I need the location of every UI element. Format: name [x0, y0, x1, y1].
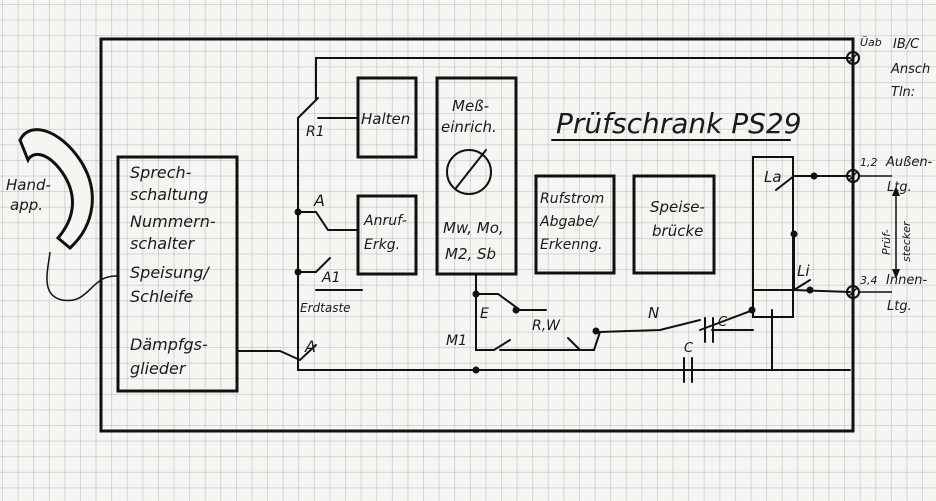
speise-line-1: Speise- — [650, 198, 705, 216]
halten-label: Halten — [361, 110, 410, 128]
anruf-label-2: Erkg. — [364, 237, 400, 253]
capacitor-C1: C — [718, 315, 728, 330]
rufstrom-line-3: Erkenng. — [540, 237, 602, 253]
mess-title-1: Meß- — [452, 97, 489, 115]
terminal-mid-right-1: Außen- — [885, 155, 933, 170]
anruf-label-1: Anruf- — [363, 213, 407, 229]
terminal-top-right-2: Ansch — [890, 62, 930, 77]
left-block-line-4: schalter — [130, 234, 196, 253]
left-block-line-8: glieder — [130, 359, 187, 378]
relay-La: La — [764, 168, 782, 186]
left-block-line-2: schaltung — [130, 185, 208, 204]
speise-box — [632, 174, 716, 275]
handset-cord — [46, 251, 118, 302]
diagram-title: Prüfschrank PS29 — [556, 107, 802, 140]
handset-label-1: Hand- — [6, 176, 51, 194]
relay-A1: A1 — [321, 270, 340, 286]
speech-circuit-block — [116, 155, 239, 393]
pruef-label-1: Prüf- — [880, 229, 893, 255]
relay-N: N — [648, 304, 659, 322]
relay-E: E — [480, 306, 489, 322]
terminal-bottom-label: 3,4 — [860, 274, 878, 287]
terminal-top-label: Üab — [860, 36, 882, 49]
terminal-top-right-1: IB/C — [893, 37, 920, 52]
relay-A-bottom: A — [304, 337, 316, 356]
rufstrom-line-2: Abgabe/ — [539, 214, 599, 230]
speise-line-2: brücke — [652, 222, 703, 240]
left-block-line-7: Dämpfgs- — [130, 335, 208, 354]
left-block-line-5: Speisung/ — [130, 263, 210, 282]
relay-M1: M1 — [446, 333, 467, 349]
meter-needle — [455, 149, 487, 189]
capacitor-C2: C — [684, 341, 694, 356]
erdtaste-label: Erdtaste — [300, 301, 351, 315]
left-block-line-6: Schleife — [130, 287, 193, 306]
terminal-bottom-right-2: Ltg. — [887, 299, 912, 314]
terminal-top-right-3: Tln: — [891, 85, 915, 100]
rufstrom-line-1: Rufstrom — [540, 191, 604, 207]
relay-RW: R,W — [532, 318, 561, 334]
relay-Li: Li — [797, 262, 810, 280]
terminal-top — [846, 51, 860, 65]
mess-bottom-1: Mw, Mo, — [443, 219, 504, 237]
mess-bottom-2: M2, Sb — [445, 245, 496, 263]
rufstrom-box — [534, 174, 616, 275]
mess-title-2: einrich. — [441, 118, 497, 136]
handset-label-2: app. — [10, 196, 43, 214]
left-block-line-3: Nummern- — [130, 212, 216, 231]
pruef-label-2: stecker — [900, 220, 913, 262]
relay-R1: R1 — [306, 124, 325, 140]
handset-icon — [18, 128, 94, 250]
terminal-mid-right-2: Ltg. — [887, 180, 912, 195]
anruf-box — [356, 194, 418, 276]
terminal-mid-label: 1,2 — [860, 156, 878, 169]
outer-frame — [99, 37, 855, 433]
meter-dial-icon — [446, 149, 492, 195]
relay-A: A — [313, 191, 325, 210]
terminal-bottom-right-1: Innen- — [886, 273, 928, 288]
left-block-line-1: Sprech- — [130, 163, 192, 182]
